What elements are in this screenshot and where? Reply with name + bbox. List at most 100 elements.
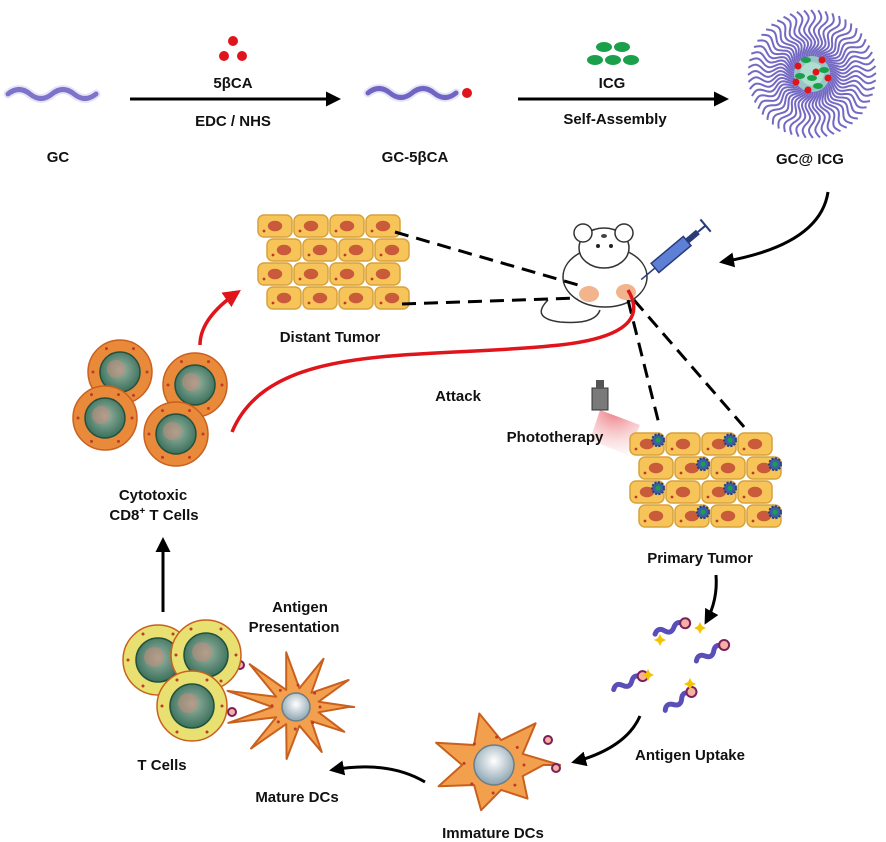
polymer-strand bbox=[766, 82, 805, 121]
sparkle-icon bbox=[684, 678, 696, 690]
tumor-nucleus bbox=[267, 268, 283, 280]
tumor-nucleus bbox=[648, 462, 664, 474]
tumor-granule bbox=[742, 447, 746, 451]
particle-core bbox=[794, 56, 830, 92]
polymer-strand bbox=[771, 83, 806, 125]
tumor-nucleus bbox=[312, 244, 328, 256]
tumor-nucleus bbox=[348, 292, 364, 304]
cytotoxic-label: Cytotoxic bbox=[119, 487, 187, 504]
primary-to-antigen-arrow bbox=[704, 574, 719, 625]
antigen-fragment bbox=[652, 617, 692, 637]
icg-molecule bbox=[801, 57, 811, 63]
polymer-strand bbox=[747, 63, 801, 76]
polymer-strand bbox=[811, 85, 821, 139]
tumor-nucleus bbox=[711, 486, 727, 498]
tumor-nucleus bbox=[747, 486, 763, 498]
polymer-strand bbox=[817, 83, 848, 129]
tumor-granule bbox=[298, 277, 302, 281]
tumor-nucleus bbox=[720, 510, 736, 522]
polymer-strand bbox=[807, 9, 817, 63]
antigen-fragment bbox=[611, 670, 649, 693]
tumor-nucleus bbox=[720, 462, 736, 474]
t-cells bbox=[122, 619, 242, 742]
polymer-strand bbox=[765, 28, 804, 67]
mature-dcs-label: Mature DCs bbox=[255, 789, 338, 806]
polymer-strand bbox=[777, 83, 807, 129]
5bca-molecule bbox=[824, 74, 832, 82]
dc-granule bbox=[270, 704, 274, 708]
icg-molecule bbox=[819, 67, 829, 73]
nanoparticle-dot bbox=[768, 457, 783, 472]
polymer-strand bbox=[747, 73, 801, 83]
tumor-granule bbox=[643, 471, 647, 475]
polymer-strand bbox=[747, 69, 801, 79]
distant-tumor-zoom-line-top bbox=[394, 230, 579, 287]
injection-arrow bbox=[719, 191, 830, 268]
gc-label: GC bbox=[47, 149, 70, 166]
polymer-strand bbox=[750, 51, 802, 72]
dc-granule bbox=[296, 683, 300, 687]
5bca-molecule bbox=[792, 78, 800, 86]
polymer-strand bbox=[801, 85, 814, 139]
tumor-granule bbox=[334, 229, 338, 233]
nanoparticle-dot bbox=[723, 481, 738, 496]
tumor-nucleus bbox=[711, 438, 727, 450]
gc-5bca-label: GC-5βCA bbox=[382, 149, 449, 166]
cd8-superscript: + bbox=[139, 506, 145, 517]
tumor-nucleus bbox=[675, 486, 691, 498]
dc-granule bbox=[313, 691, 317, 695]
dc-granule bbox=[472, 742, 476, 746]
tumor-granule bbox=[271, 253, 275, 257]
polymer-strand bbox=[757, 39, 803, 69]
polymer-strand bbox=[823, 72, 877, 85]
primary-tumor-zoom-line-left bbox=[626, 299, 662, 429]
tumor-antigens bbox=[611, 617, 731, 713]
edc-nhs-label: EDC / NHS bbox=[195, 113, 271, 130]
icg-molecules-icon bbox=[587, 42, 639, 65]
tumor-granule bbox=[679, 519, 683, 523]
antigen-fragment bbox=[693, 639, 731, 664]
polymer-strand bbox=[823, 74, 875, 91]
tumor-granule bbox=[370, 277, 374, 281]
tumor-granule bbox=[634, 447, 638, 451]
tumor-nucleus bbox=[756, 462, 772, 474]
tumor-nucleus bbox=[267, 220, 283, 232]
dc-granule bbox=[515, 745, 519, 749]
tumor-granule bbox=[307, 253, 311, 257]
sparkle-icon bbox=[694, 622, 706, 634]
self-assembly-label: Self-Assembly bbox=[563, 111, 667, 128]
dc-granule bbox=[293, 727, 297, 731]
polymer-strand bbox=[771, 23, 806, 66]
antigen-label: Antigen bbox=[272, 599, 328, 616]
dc-granule bbox=[491, 791, 495, 795]
tumor-granule bbox=[262, 229, 266, 233]
nanoparticle-dot bbox=[723, 433, 738, 448]
tumor-nucleus bbox=[639, 438, 655, 450]
presentation-label: Presentation bbox=[249, 619, 340, 636]
tumor-granule bbox=[634, 495, 638, 499]
gc-icg-label: GC@ ICG bbox=[776, 151, 844, 168]
polymer-strand bbox=[789, 84, 810, 136]
distant-tumor-label: Distant Tumor bbox=[280, 329, 381, 346]
attack-label: Attack bbox=[435, 388, 482, 405]
tumor-granule bbox=[670, 495, 674, 499]
polymer-strand bbox=[757, 79, 803, 110]
polymer-strand bbox=[818, 23, 853, 65]
t-cell bbox=[143, 401, 209, 467]
polymer-strand bbox=[753, 78, 802, 103]
dc-granule bbox=[311, 721, 315, 725]
polymer-strand bbox=[783, 15, 808, 64]
polymer-strand bbox=[761, 80, 804, 115]
tumor-nucleus bbox=[339, 220, 355, 232]
t-cell bbox=[156, 670, 228, 742]
mouse-icon bbox=[540, 223, 648, 324]
tumor-nucleus bbox=[303, 220, 319, 232]
polymer-strand bbox=[796, 11, 811, 63]
gc-5bca-conjugate bbox=[363, 84, 472, 102]
ctl-to-distant-arrow bbox=[198, 290, 241, 346]
gc-polymer-chain bbox=[3, 85, 101, 103]
nanoparticle-dot bbox=[768, 505, 783, 520]
tumor-nucleus bbox=[384, 244, 400, 256]
polymer-strand bbox=[803, 9, 813, 63]
polymer-strand bbox=[749, 75, 801, 90]
